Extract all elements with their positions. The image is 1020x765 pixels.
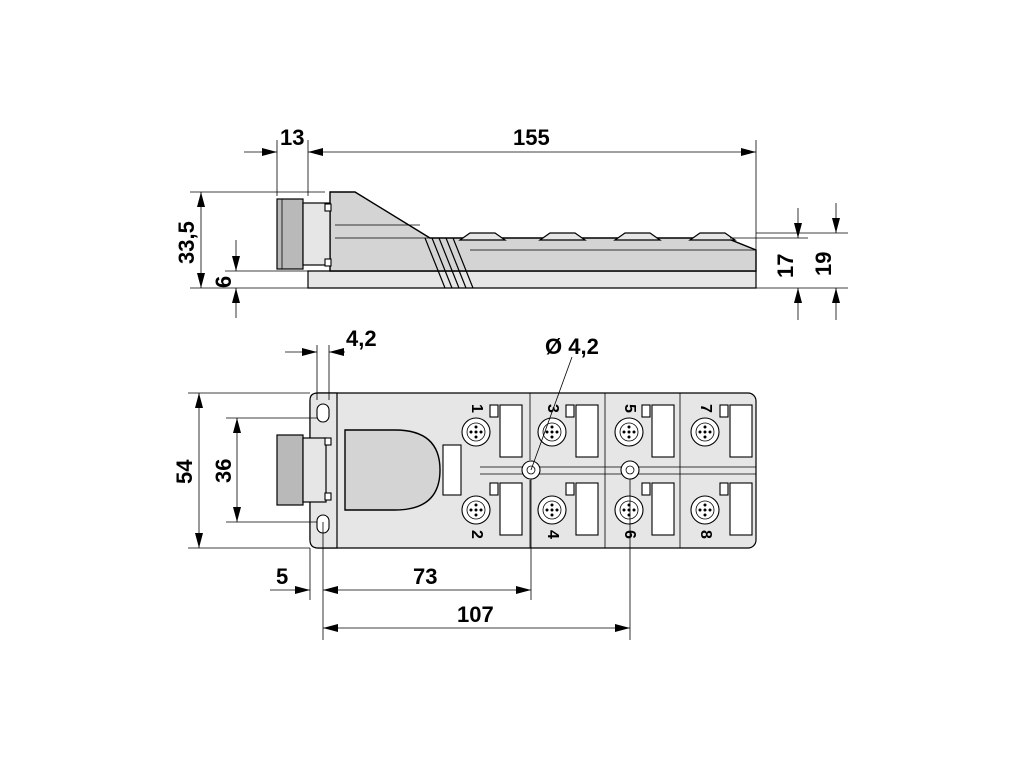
port-label-2: 2: [468, 530, 485, 539]
top-view: 1 3 5 7 2 4 6 8 4,2 Ø 4,2 54 36: [172, 326, 757, 640]
dim-19-label: 19: [811, 252, 836, 276]
port-8: [690, 482, 753, 536]
dome-cover: [344, 429, 441, 511]
port-5: [614, 404, 675, 458]
port-label-5: 5: [621, 404, 638, 413]
dim-5-label: 5: [276, 564, 288, 589]
dim-17-label: 17: [773, 254, 798, 278]
side-base-plate: [307, 270, 757, 289]
dim-155-label: 155: [513, 125, 550, 150]
side-view: 13 155 33,5 6 17 19: [174, 125, 848, 320]
port-3: [537, 404, 599, 458]
dim-54-label: 54: [172, 459, 197, 484]
port-label-6: 6: [621, 530, 638, 539]
dim-diameter-4-2-label: Ø 4,2: [545, 334, 599, 359]
port-label-1: 1: [468, 404, 485, 413]
port-label-3: 3: [544, 404, 561, 413]
port-label-4: 4: [544, 530, 561, 539]
port-label-7: 7: [697, 404, 714, 413]
port-group-bottom: [461, 482, 753, 536]
dim-13-label: 13: [280, 125, 304, 150]
dim-36-label: 36: [211, 459, 236, 483]
side-housing: [329, 191, 757, 272]
port-7: [690, 404, 753, 458]
mounting-hole-right: [620, 460, 640, 480]
dim-107-label: 107: [457, 602, 494, 627]
dim-6-label: 6: [211, 276, 236, 288]
port-2: [461, 482, 523, 536]
side-connector: [276, 198, 304, 270]
port-label-8: 8: [697, 530, 714, 539]
port-1: [461, 404, 523, 458]
dim-4-2-label: 4,2: [346, 326, 377, 351]
dim-33-5-label: 33,5: [174, 221, 199, 264]
side-top-connectors: [458, 232, 756, 251]
top-connector: [276, 434, 304, 506]
port-group-top: [461, 404, 753, 458]
port-6: [614, 482, 675, 536]
port-4: [537, 482, 599, 536]
dim-73-label: 73: [413, 564, 437, 589]
side-stripes: [424, 237, 474, 289]
